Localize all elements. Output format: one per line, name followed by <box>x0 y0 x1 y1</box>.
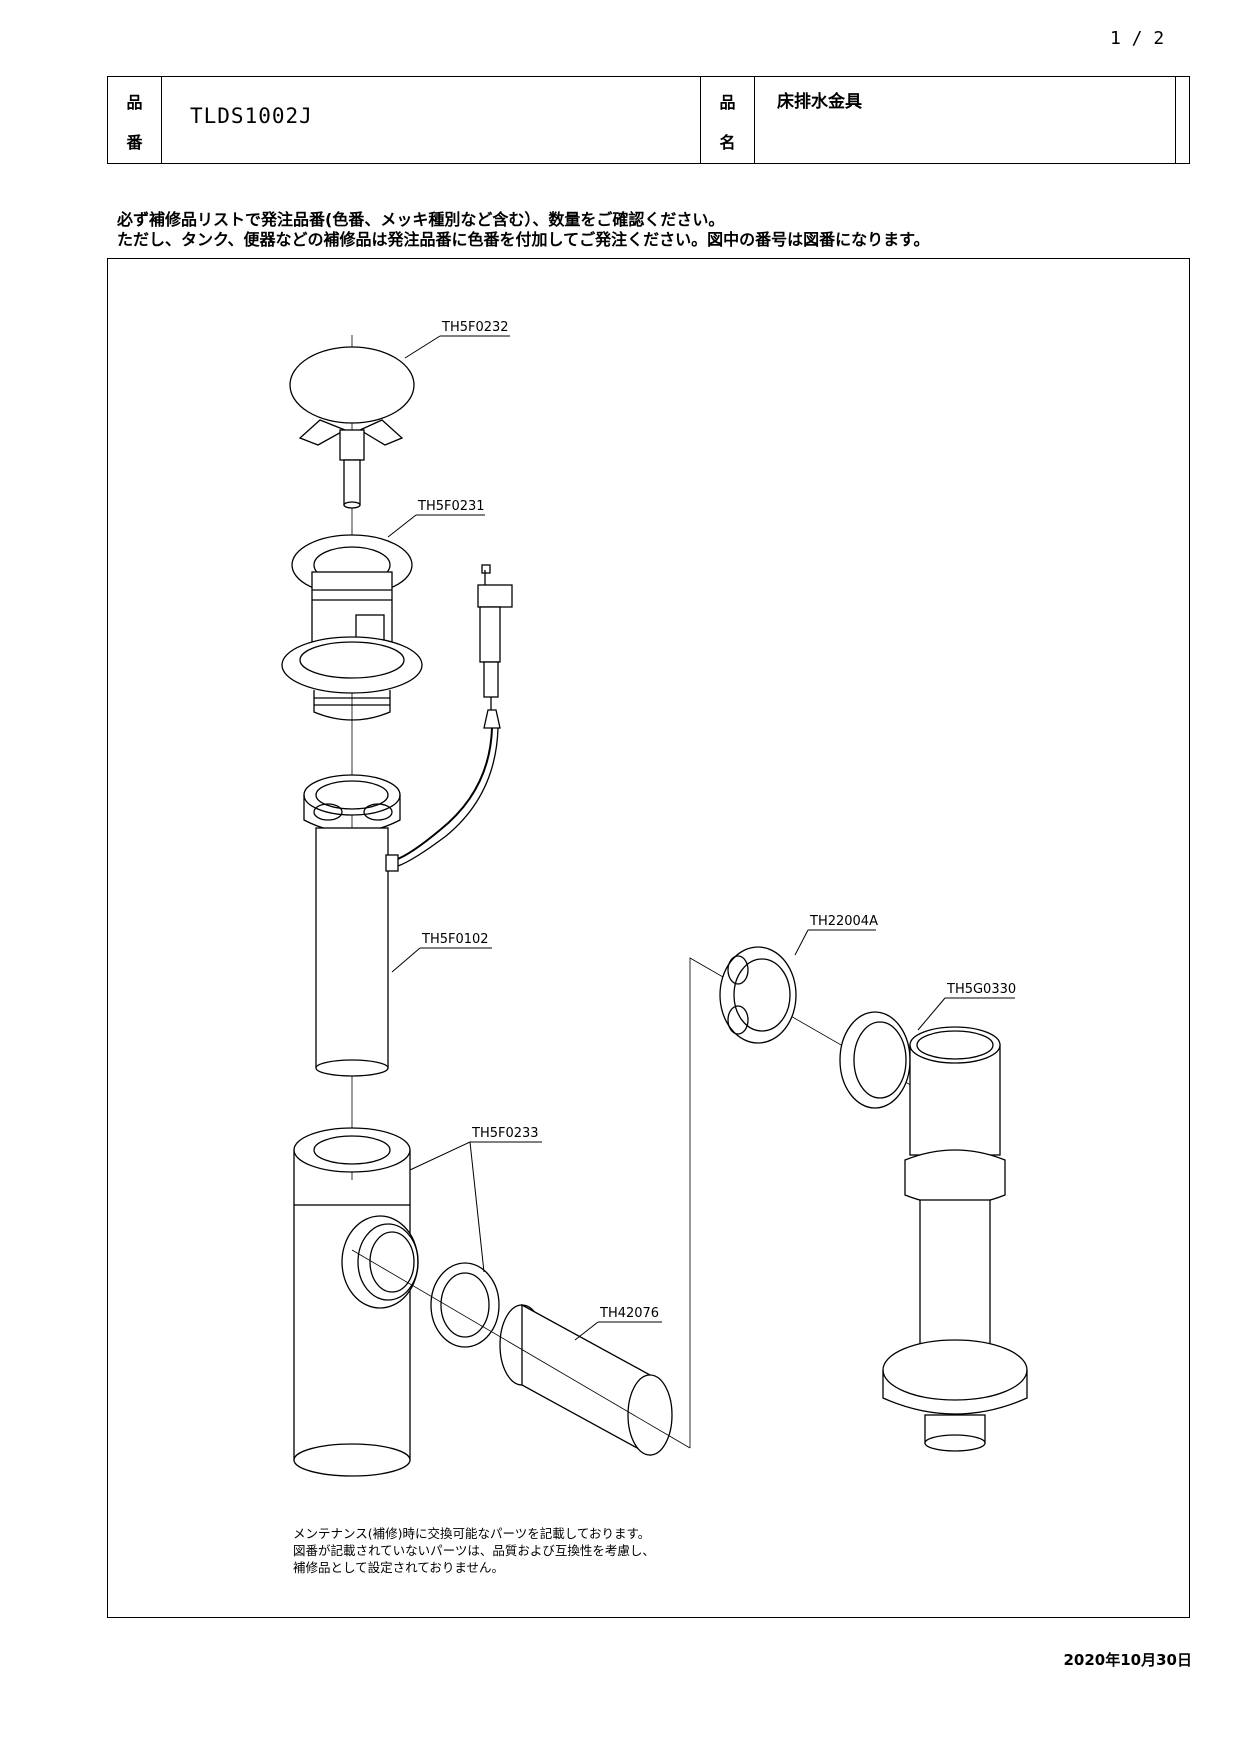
part-number: TLDS1002J <box>190 104 313 128</box>
lever-rod-drawing <box>394 564 513 867</box>
part-label-6: TH5F0233 <box>471 1126 539 1141</box>
order-notice-line-1: 必ず補修品リストで発注品番(色番、メッキ種別など含む）、数量をご確認ください。 <box>117 210 725 229</box>
leader-lines <box>387 335 1015 1341</box>
horizontal-pipe-drawing <box>351 1249 691 1457</box>
stopper-cap-drawing <box>289 346 415 509</box>
part-label-5: TH5G0330 <box>946 982 1016 997</box>
part-label-4: TH22004A <box>809 914 878 929</box>
header-table: 品 番 TLDS1002J 品 名 床排水金具 <box>107 76 1190 164</box>
part-no-label-bottom: 番 <box>126 133 143 152</box>
drawing-frame <box>107 258 1190 1618</box>
page-indicator: 1 / 2 <box>1110 28 1165 49</box>
part-no-label-top: 品 <box>126 93 143 112</box>
footnote-line-2: 図番が記載されていないパーツは、品質および互換性を考慮し、 <box>293 1543 655 1558</box>
part-no-label-cell: 品 番 <box>108 77 162 163</box>
part-name-label-bottom: 名 <box>719 133 736 152</box>
tailpipe-drawing <box>303 774 401 1077</box>
part-name-cell: 床排水金具 <box>755 77 1176 163</box>
trap-body-drawing <box>293 1127 500 1477</box>
slip-nut-drawing <box>719 946 797 1044</box>
part-name: 床排水金具 <box>777 92 862 112</box>
part-label-3: TH5F0102 <box>421 932 489 947</box>
order-notice-line-2: ただし、タンク、便器などの補修品は発注品番に色番を付加してご発注ください。図中の… <box>117 230 930 249</box>
order-notice: 必ず補修品リストで発注品番(色番、メッキ種別など含む）、数量をご確認ください。 … <box>117 210 929 250</box>
part-no-cell: TLDS1002J <box>162 77 701 163</box>
part-name-label-top: 品 <box>719 93 736 112</box>
part-label-1: TH5F0232 <box>441 320 509 335</box>
footnote-line-1: メンテナンス(補修)時に交換可能なパーツを記載しております。 <box>293 1526 650 1541</box>
drain-body-drawing <box>281 534 423 721</box>
wall-elbow-drawing <box>839 1011 1028 1452</box>
part-label-2: TH5F0231 <box>417 499 485 514</box>
part-label-7: TH42076 <box>599 1306 659 1321</box>
issue-date: 2020年10月30日 <box>1063 1651 1193 1669</box>
part-name-label-cell: 品 名 <box>701 77 755 163</box>
footnote-line-3: 補修品として設定されておりません。 <box>293 1560 504 1575</box>
